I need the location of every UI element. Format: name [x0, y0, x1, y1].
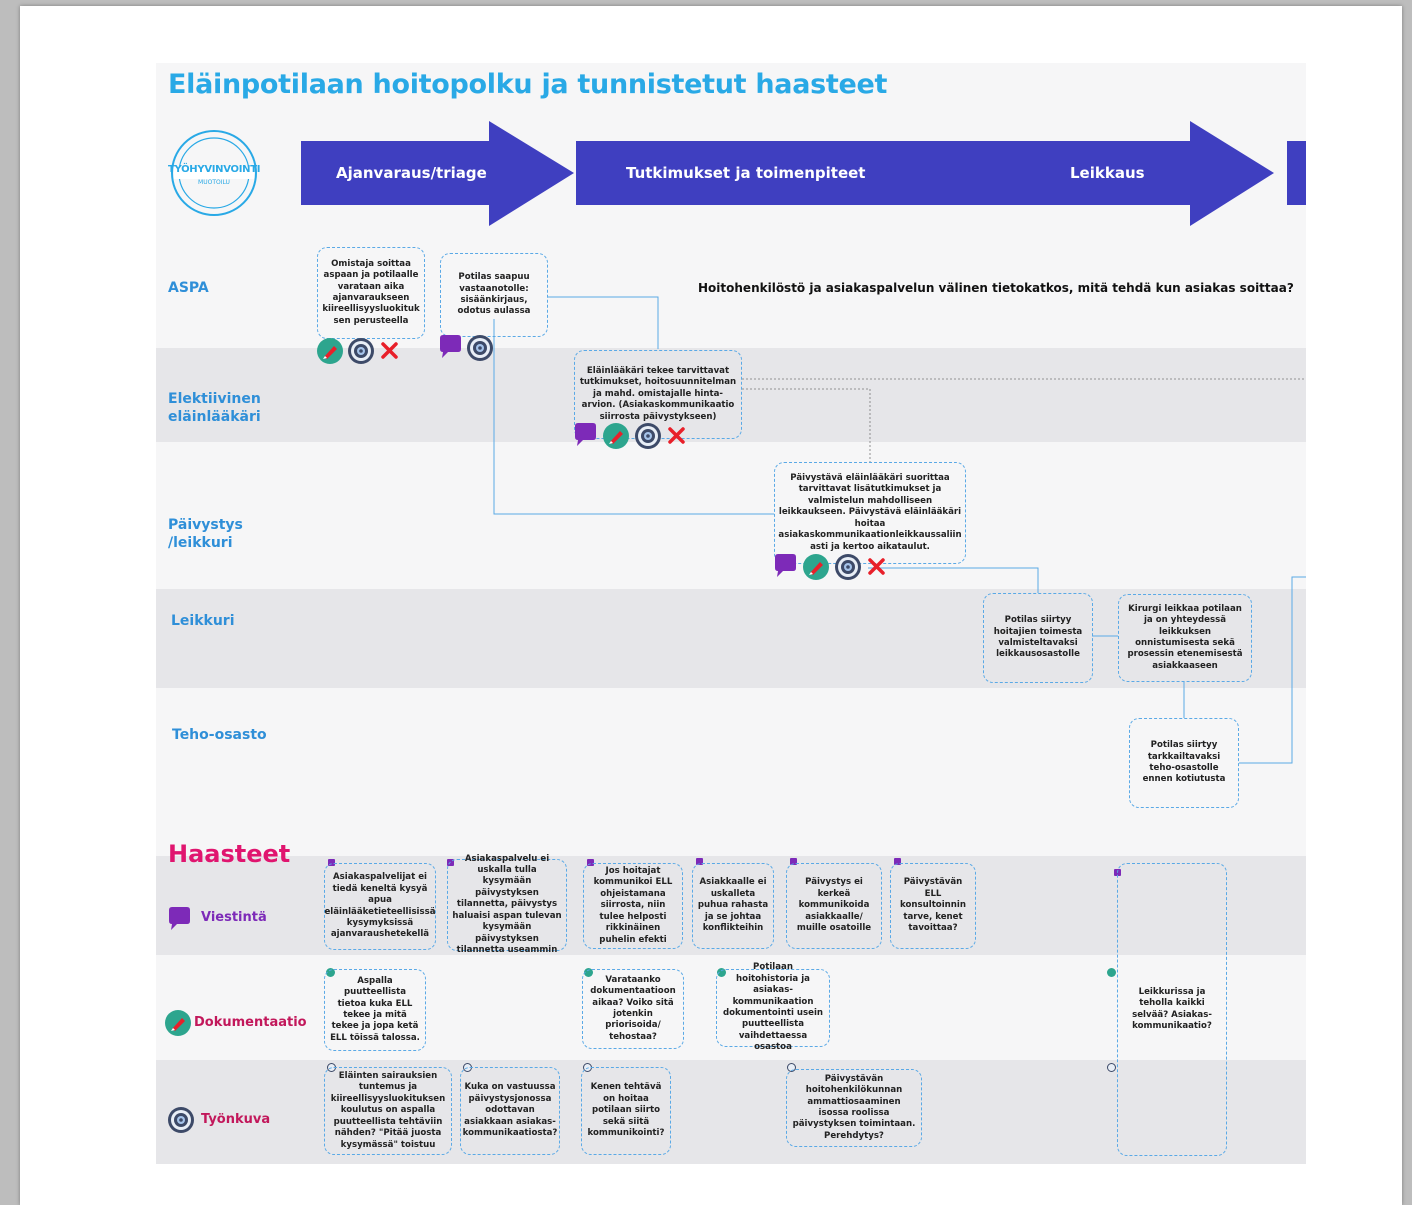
- aspa-information-gap-note: Hoitohenkilöstö ja asiakaspalvelun välin…: [698, 281, 1294, 295]
- challenges-title: Haasteet: [168, 840, 291, 868]
- cross-icon: [668, 427, 685, 444]
- process-icons-4: [774, 553, 894, 587]
- challenge-tyonkuva-3: Kenen tehtävä on hoitaa potilaan siirto …: [581, 1067, 671, 1155]
- stage-arrow-3-start: [1287, 141, 1306, 205]
- band-tyonkuva: [156, 1060, 1306, 1164]
- viestinta-marker: [328, 859, 335, 866]
- stage-arrow-1: [301, 121, 574, 226]
- challenge-viestinta-5: Päivystys ei kerkeä kommunikoida asiakka…: [786, 863, 882, 949]
- viestinta-marker: [894, 858, 901, 865]
- speech-bubble-icon: [440, 335, 461, 358]
- challenge-viestinta-6: Päivystävän ELL konsultoinnin tarve, ken…: [890, 863, 976, 949]
- speech-bubble-icon: [775, 554, 796, 577]
- target-icon: [348, 338, 374, 364]
- challenge-dokumentaatio-3: Potilaan hoitohistoria ja asiakas-kommun…: [716, 962, 830, 1052]
- process-icons-3: [574, 422, 694, 456]
- flow-connectors: [493, 296, 1306, 764]
- cross-icon: [868, 558, 885, 575]
- dokumentaatio-marker: [1107, 968, 1116, 977]
- target-icon: [635, 423, 661, 449]
- speech-bubble-icon: [575, 423, 596, 446]
- target-icon: [467, 335, 493, 361]
- lane-label-leikkuri: Leikkuri: [171, 613, 235, 629]
- stage-arrows: [301, 121, 1306, 226]
- process-box-siirto-leikkausosastolle: Potilas siirtyy hoitajien toimesta valmi…: [983, 593, 1093, 683]
- challenge-tyonkuva-4: Päivystävän hoitohenkilökunnan ammattios…: [786, 1069, 922, 1147]
- documentation-icon: [317, 338, 343, 364]
- lane-label-aspa: ASPA: [168, 280, 209, 296]
- tyonkuva-marker: [1107, 1063, 1116, 1072]
- challenge-viestinta-2: Asiakaspalvelu ei uskalla tulla kysymään…: [447, 854, 567, 955]
- category-dokumentaatio: Dokumentaatio: [194, 1015, 307, 1030]
- challenge-viestinta-3: Jos hoitajat kommunikoi ELL ohjeistamana…: [583, 863, 683, 949]
- target-icon: [835, 554, 861, 580]
- journey-map-canvas: Eläinpotilaan hoitopolku ja tunnistetut …: [156, 63, 1306, 1164]
- stage-tutkimukset: Tutkimukset ja toimenpiteet: [626, 164, 866, 182]
- challenge-dokumentaatio-1: Aspalla puutteellista tietoa kuka ELL te…: [324, 969, 426, 1051]
- process-box-paivystava-elainlaakari: Päivystävä eläinlääkäri suorittaa tarvit…: [774, 462, 966, 564]
- tyohyvinvointi-logo: TYÖHYVINVOINTI MUOTOILU: [168, 127, 260, 219]
- challenge-tyonkuva-1: Eläinten sairauksien tuntemus ja kiireel…: [324, 1067, 452, 1155]
- process-icons-2: [439, 334, 499, 368]
- challenge-tyonkuva-2: Kuka on vastuussa päivystysjonossa odott…: [460, 1067, 560, 1155]
- page-title: Eläinpotilaan hoitopolku ja tunnistetut …: [168, 69, 888, 100]
- documentation-icon: [803, 554, 829, 580]
- viestinta-marker: [790, 858, 797, 865]
- process-icons-1: [316, 337, 406, 371]
- challenge-dokumentaatio-2: Varataanko dokumentaatioon aikaa? Voiko …: [582, 969, 684, 1049]
- challenge-leikkuri-teho: Leikkurissa ja teholla kaikki selvää? As…: [1117, 863, 1227, 1156]
- document-page: Eläinpotilaan hoitopolku ja tunnistetut …: [20, 6, 1402, 1205]
- stage-arrow-2: [576, 121, 1274, 226]
- lane-band-leikkuri: [156, 589, 1306, 688]
- logo-text-main: TYÖHYVINVOINTI: [168, 164, 261, 175]
- logo-text-sub: MUOTOILU: [198, 179, 230, 186]
- lane-band-elektiivinen: [156, 348, 1306, 442]
- dokumentaatio-pencil-icon: [164, 1009, 192, 1041]
- process-box-omistaja-soittaa: Omistaja soittaa aspaan ja potilaalle va…: [317, 247, 425, 339]
- cross-icon: [381, 342, 398, 359]
- documentation-icon: [603, 423, 629, 449]
- process-box-potilas-saapuu: Potilas saapuu vastaanotolle: sisäänkirj…: [440, 253, 548, 337]
- process-box-teho-osasto: Potilas siirtyy tarkkailtavaksi teho-osa…: [1129, 718, 1239, 808]
- lane-label-teho-osasto: Teho-osasto: [172, 727, 267, 743]
- stage-ajanvaraus: Ajanvaraus/triage: [336, 164, 487, 182]
- lane-label-paivystys: Päivystys /leikkuri: [168, 517, 243, 551]
- lane-label-elektiivinen: Elektiivinen eläinlääkäri: [168, 391, 261, 425]
- viestinta-speech-icon: [168, 906, 192, 936]
- tyonkuva-target-icon: [167, 1106, 195, 1138]
- viestinta-marker: [587, 859, 594, 866]
- category-tyonkuva: Työnkuva: [201, 1112, 271, 1127]
- process-box-kirurgi-leikkaa: Kirurgi leikkaa potilaan ja on yhteydess…: [1118, 594, 1252, 682]
- stage-leikkaus: Leikkaus: [1070, 164, 1145, 182]
- viestinta-marker: [696, 858, 703, 865]
- challenge-viestinta-1: Asiakaspalvelijat ei tiedä keneltä kysyä…: [324, 863, 436, 950]
- challenge-viestinta-4: Asiakkaalle ei uskalleta puhua rahasta j…: [692, 863, 774, 949]
- category-viestinta: Viestintä: [201, 910, 267, 925]
